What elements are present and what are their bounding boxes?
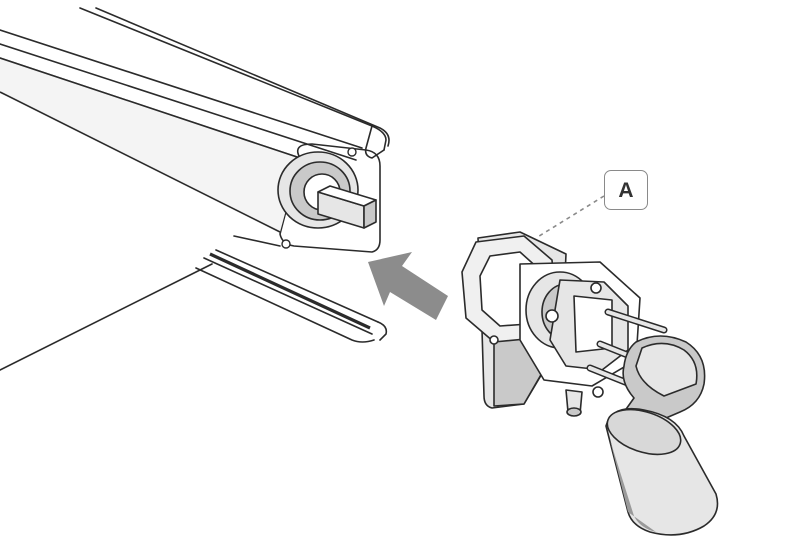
- bottom-spigot-end: [566, 407, 582, 417]
- upper-body-line-2: [0, 43, 357, 161]
- lower-rail-3: [195, 267, 375, 343]
- rod-upper-fill: [606, 310, 666, 332]
- nut-1: [545, 309, 559, 323]
- tube-outline: [0, 57, 301, 233]
- plate-screw-bottom: [281, 239, 291, 249]
- lower-lip: [377, 321, 388, 341]
- top-lip: [364, 125, 385, 159]
- tube-shading: [0, 58, 300, 232]
- motor-cylinder-shadow: [610, 440, 656, 532]
- crank-plate-highlight: [635, 342, 698, 397]
- drive-component: [461, 231, 719, 536]
- callout-label: A: [618, 178, 634, 202]
- top-rail-inner: [95, 7, 390, 147]
- lower-rail-2: [203, 257, 373, 335]
- nut-3: [592, 386, 604, 398]
- screw-flange: [489, 335, 499, 345]
- lower-body-edge: [233, 235, 281, 247]
- panel-edge: [0, 263, 213, 371]
- nut-2: [590, 282, 602, 294]
- lower-rail-dark-strip: [209, 252, 371, 330]
- callout-box-a: A: [604, 170, 648, 210]
- plate-screw-top: [347, 147, 357, 157]
- motor-cylinder-top: [606, 408, 682, 456]
- lower-rail-1: [215, 249, 379, 323]
- upper-body-line-1: [0, 29, 363, 149]
- insert-direction-arrow: [368, 252, 448, 320]
- shaft-end: [363, 199, 377, 229]
- square-shaft: [317, 185, 377, 229]
- callout-leader-line: [535, 195, 605, 239]
